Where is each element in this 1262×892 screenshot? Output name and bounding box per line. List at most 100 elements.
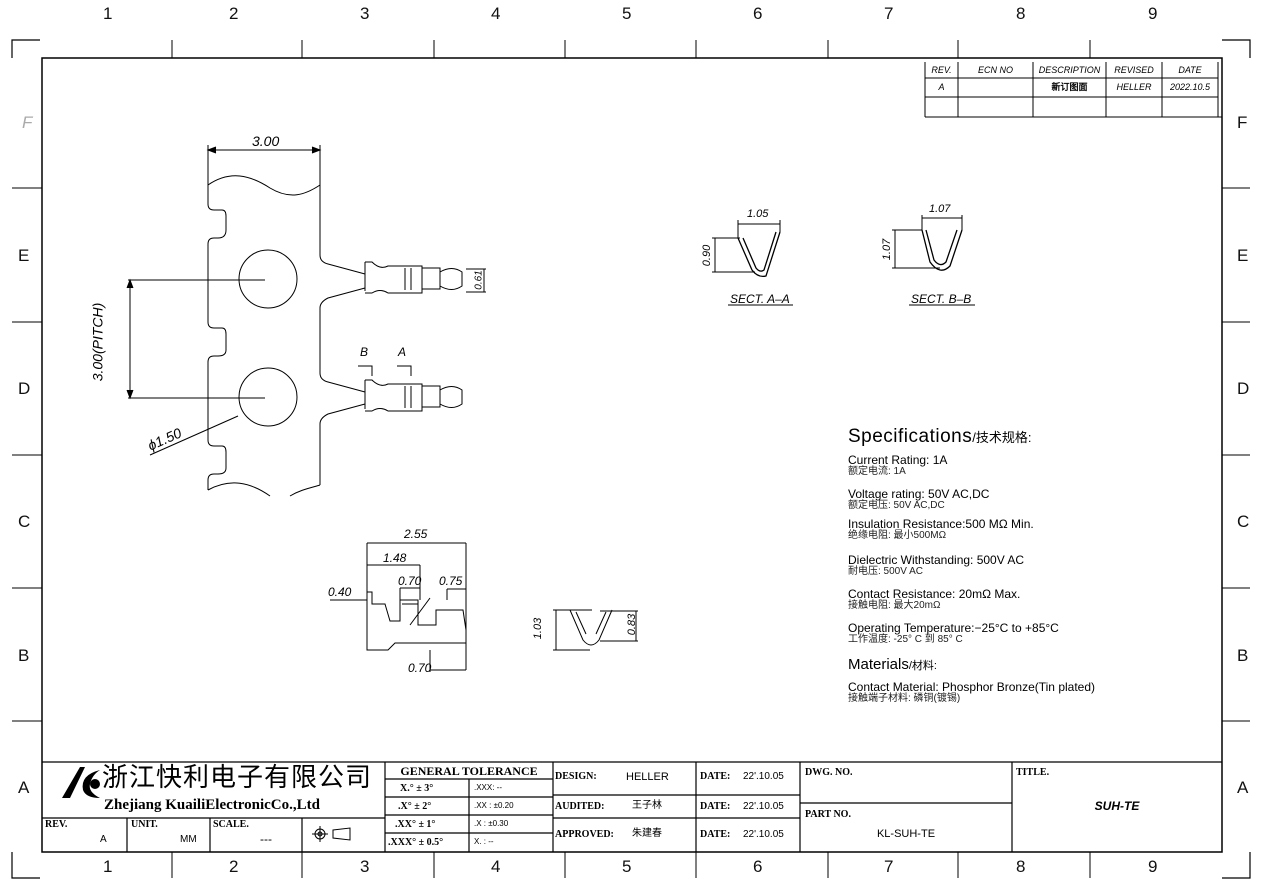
- row-label: D: [18, 379, 31, 398]
- design-label: DESIGN:: [555, 771, 597, 782]
- design-value: HELLER: [626, 771, 669, 783]
- grid-ticks: [12, 40, 1250, 878]
- column-label: 6: [753, 857, 763, 876]
- spec-item-en: Voltage rating: 50V AC,DC: [848, 487, 990, 501]
- dim-0-40: 0.40: [328, 585, 352, 599]
- row-label: F: [22, 113, 33, 132]
- front-view: [553, 609, 638, 651]
- row-label: C: [18, 512, 31, 531]
- row-label: C: [1237, 512, 1250, 531]
- column-label: 7: [884, 4, 894, 23]
- column-label: 7: [884, 857, 894, 876]
- tolerance-angle: .XX° ± 1°: [395, 819, 436, 830]
- date-value: 22'.10.05: [743, 801, 784, 812]
- row-label: B: [1237, 646, 1249, 665]
- date-header: DATE: [1178, 65, 1202, 75]
- material-cn: 接触端子材料: 磷铜(镀锡): [848, 693, 961, 704]
- ecn-header: ECN NO: [977, 65, 1013, 75]
- revised-cell: HELLER: [1116, 82, 1152, 92]
- title-value: SUH-TE: [1094, 799, 1140, 813]
- scale-label: SCALE.: [213, 819, 249, 830]
- date-value: 22'.10.05: [743, 829, 784, 840]
- company-name-cn: 浙江快利电子有限公司: [102, 762, 373, 792]
- spec-item-cn: 额定电流: 1A: [848, 466, 906, 477]
- carrier-strip-view: [126, 145, 486, 497]
- approved-label: APPROVED:: [555, 829, 614, 840]
- description-cell: 新订图面: [1051, 82, 1088, 92]
- section-b-title: SECT. B–B: [911, 292, 972, 306]
- dim-tip-height: 0.61: [473, 270, 485, 290]
- dim-1-48: 1.48: [383, 551, 407, 565]
- company-logo: [62, 767, 100, 798]
- rev-value: A: [100, 834, 107, 845]
- spec-item-en: Operating Temperature:−25°C to +85°C: [848, 621, 1059, 635]
- date-label: DATE:: [700, 829, 731, 840]
- column-label: 9: [1148, 857, 1158, 876]
- part-no-value: KL-SUH-TE: [876, 828, 936, 840]
- row-label: A: [1237, 778, 1249, 797]
- date-label: DATE:: [700, 771, 731, 782]
- unit-value: MM: [180, 834, 197, 845]
- column-label: 4: [491, 4, 501, 23]
- spec-item-en: Contact Resistance: 20mΩ Max.: [848, 587, 1021, 601]
- scale-value: ---: [260, 832, 272, 846]
- audited-label: AUDITED:: [555, 801, 605, 812]
- spec-item-cn: 工作温度: -25° C 到 85° C: [848, 634, 963, 645]
- spec-item-cn: 接触电阻: 最大20mΩ: [848, 600, 941, 611]
- specifications-heading: Specifications/技术规格:: [848, 427, 1031, 446]
- title-label: TITLE.: [1016, 767, 1050, 778]
- spec-item-cn: 耐电压: 500V AC: [848, 566, 924, 577]
- column-label: 1: [103, 857, 113, 876]
- dim-0-83: 0.83: [626, 613, 639, 636]
- approved-value: 朱建春: [632, 828, 662, 839]
- dim-0-70-top: 0.70: [398, 574, 422, 588]
- dim-sect-b-height: 1.07: [881, 238, 894, 261]
- dim-sect-a-height: 0.90: [701, 244, 714, 267]
- section-a-title: SECT. A–A: [730, 292, 790, 306]
- spec-item-en: Current Rating: 1A: [848, 453, 948, 467]
- row-label: E: [1237, 246, 1249, 265]
- materials-title-cn: /材料:: [908, 660, 937, 672]
- contact-top: [364, 261, 486, 294]
- column-label: 3: [360, 857, 370, 876]
- date-label: DATE:: [700, 801, 731, 812]
- column-label: 4: [491, 857, 501, 876]
- rev-cell: A: [938, 82, 945, 92]
- spec-item-en: Dielectric Withstanding: 500V AC: [848, 553, 1025, 567]
- rev-label: REV.: [45, 819, 68, 830]
- column-label: 6: [753, 4, 763, 23]
- material-en: Contact Material: Phosphor Bronze(Tin pl…: [848, 680, 1096, 694]
- section-a-marker: A: [398, 345, 407, 359]
- spec-item-en: Insulation Resistance:500 MΩ Min.: [848, 517, 1034, 531]
- tolerance-angle: X.° ± 3°: [400, 783, 434, 794]
- row-label: F: [1237, 113, 1248, 132]
- unit-label: UNIT.: [131, 819, 158, 830]
- row-label: E: [18, 246, 30, 265]
- dim-sect-a-width: 1.05: [747, 208, 769, 220]
- tolerance-linear: .XX : ±0.20: [474, 801, 514, 810]
- spec-item-cn: 绝缘电阻: 最小500MΩ: [848, 530, 947, 541]
- audited-value: 王子林: [632, 800, 662, 811]
- row-label: D: [1237, 379, 1250, 398]
- row-label: B: [18, 646, 30, 665]
- revision-table-lines: [924, 62, 1222, 118]
- rev-header: REV.: [931, 65, 952, 75]
- title-block-lines: [42, 761, 1222, 852]
- column-label: 5: [622, 857, 632, 876]
- date-value: 22'.10.05: [743, 771, 784, 782]
- projection-symbol: [312, 826, 351, 842]
- spec-item-cn: 额定电压: 50V AC,DC: [848, 500, 945, 511]
- column-label: 5: [622, 4, 632, 23]
- tolerance-linear: X. : --: [474, 837, 494, 846]
- revised-header: REVISED: [1114, 65, 1154, 75]
- tolerance-linear: .XXX: --: [474, 783, 503, 792]
- column-label: 2: [229, 4, 239, 23]
- description-header: DESCRIPTION: [1038, 65, 1101, 75]
- side-view: [330, 542, 467, 672]
- dim-width: 3.00: [252, 133, 280, 149]
- column-label: 9: [1148, 4, 1158, 23]
- dim-0-75: 0.75: [439, 574, 463, 588]
- section-a-a: [712, 220, 793, 306]
